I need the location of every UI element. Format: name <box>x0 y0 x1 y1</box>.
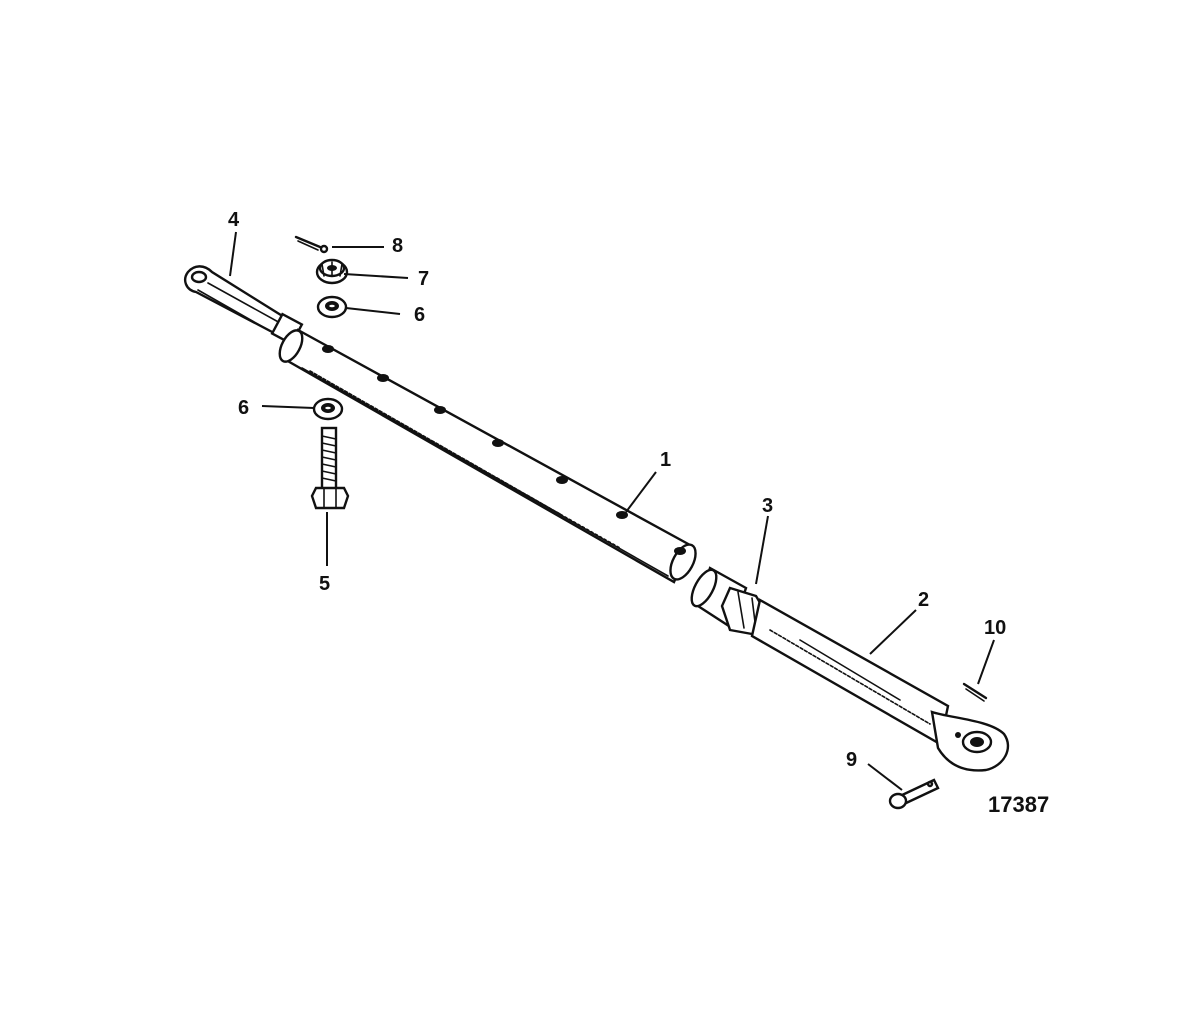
part-10-cotter-pin <box>962 682 988 702</box>
part-5-bolt <box>310 426 350 510</box>
part-6-washer-lower <box>312 397 344 421</box>
callout-6-top: 6 <box>414 304 425 326</box>
part-1-outer-tube <box>278 328 697 584</box>
part-6-washer-top <box>316 295 348 319</box>
callout-8: 8 <box>392 235 403 257</box>
callout-5: 5 <box>319 573 330 595</box>
part-4-rod-end <box>184 265 304 346</box>
part-7-castle-nut <box>315 258 349 285</box>
callout-4: 4 <box>228 209 240 231</box>
figure-number: 17387 <box>988 792 1049 817</box>
callout-labels: 4 8 7 6 6 5 1 3 2 10 9 <box>228 209 1006 771</box>
callout-1: 1 <box>660 449 671 471</box>
callout-6-lower: 6 <box>238 397 249 419</box>
part-2-inner-rod <box>750 598 1010 772</box>
callout-7: 7 <box>418 268 429 290</box>
callout-10: 10 <box>984 617 1006 639</box>
part-8-cotter-pin <box>294 235 329 254</box>
callout-9: 9 <box>846 749 857 771</box>
leader-lines <box>229 231 995 791</box>
part-9-clevis-pin <box>888 778 940 810</box>
callout-2: 2 <box>918 589 929 611</box>
callout-3: 3 <box>762 495 773 517</box>
